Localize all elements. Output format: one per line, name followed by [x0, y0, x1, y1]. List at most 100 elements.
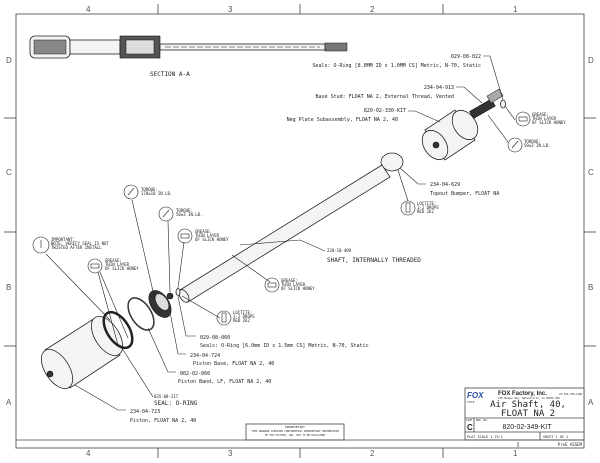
- drawing-title: Air Shaft, 40,: [490, 400, 566, 410]
- part-description: Piston Base, FLOAT NA 2, 40: [193, 361, 274, 367]
- base-stud-part: [469, 88, 504, 119]
- topout-bumper-part: [380, 152, 404, 172]
- part-description: Topout Bumper, FLOAT NA: [430, 191, 499, 197]
- part-number: 220-10-409: [327, 248, 352, 253]
- svg-text:1-2 DROPS: 1-2 DROPS: [417, 205, 439, 210]
- column-label: 4: [86, 449, 91, 458]
- svg-text:GREASE:: GREASE:: [195, 229, 212, 234]
- leader-lines: [45, 55, 516, 411]
- grease-icon: [515, 111, 531, 127]
- part-description: Piston, FLOAT NA 2, 40: [130, 418, 196, 424]
- part-number: 029-08-022: [451, 54, 481, 60]
- fox-logo: FOX: [467, 391, 484, 400]
- part-description: Piston Band, LF, FLOAT NA 2, 40: [178, 379, 271, 385]
- svg-text:TITLE: TITLE: [467, 400, 475, 404]
- svg-text:SIZE: SIZE: [466, 418, 473, 422]
- svg-text:OF SLICK HONEY: OF SLICK HONEY: [281, 286, 315, 291]
- important-icon: [32, 236, 50, 254]
- svg-text:THIN LAYER: THIN LAYER: [281, 282, 306, 287]
- sheet-size: C: [467, 423, 473, 432]
- row-label: C: [6, 168, 12, 177]
- torque-note: TORQUE:50±3 IN.LB.: [524, 139, 551, 148]
- important-note: IMPORTANT:NOTE: VERIFY SEAL IS NOTTWISTE…: [51, 237, 109, 250]
- grease-icon: [87, 258, 103, 274]
- torque-icon: [507, 137, 523, 153]
- piston-band-part: [127, 297, 155, 331]
- section-a-a-view: [29, 35, 348, 59]
- part-number: 029-08-060: [200, 335, 230, 341]
- svg-text:NOTE: VERIFY SEAL IS NOT: NOTE: VERIFY SEAL IS NOT: [51, 241, 109, 246]
- oring-6mm-part: [175, 288, 181, 296]
- seal-oring-part: [102, 310, 134, 350]
- title-block: FOX TITLE FOX Factory, Inc. 130 Hangar W…: [16, 387, 585, 447]
- svg-text:LOCTITE:: LOCTITE:: [233, 310, 252, 315]
- row-label: A: [6, 398, 12, 407]
- part-description: Seals: O-Ring [6.0mm ID x 1.5mm CS] Metr…: [200, 343, 369, 349]
- svg-text:GREASE:: GREASE:: [532, 112, 549, 117]
- svg-text:GREASE:: GREASE:: [105, 258, 122, 263]
- zone-grid: [4, 4, 596, 458]
- svg-text:RED 262: RED 262: [417, 209, 434, 214]
- column-label: 1: [513, 5, 518, 14]
- svg-text:50±3 IN.LB.: 50±3 IN.LB.: [176, 212, 203, 217]
- column-label: 3: [228, 449, 233, 458]
- torque-icon: [123, 184, 139, 200]
- part-number: 035-08-217: [154, 394, 179, 399]
- piston-part: [40, 316, 124, 389]
- column-label: 2: [370, 449, 375, 458]
- svg-text:PROPRIETARY: PROPRIETARY: [285, 425, 305, 429]
- row-label: A: [588, 398, 594, 407]
- svg-text:1-2 DROPS: 1-2 DROPS: [233, 314, 255, 319]
- grease-icon: [177, 228, 193, 244]
- column-label: 3: [228, 5, 233, 14]
- svg-text:THIN LAYER: THIN LAYER: [195, 233, 220, 238]
- part-number: 234-04-723: [130, 409, 160, 415]
- svg-text:170±10 IN.LB.: 170±10 IN.LB.: [141, 191, 172, 196]
- svg-text:THIS DRAWING CONTAINS CONFIDEN: THIS DRAWING CONTAINS CONFIDENTIAL PROPR…: [251, 429, 339, 433]
- part-number: 234-04-913: [424, 85, 454, 91]
- grease-icon: [264, 277, 280, 293]
- svg-text:THIN LAYER: THIN LAYER: [105, 262, 130, 267]
- svg-text:DWG. NO.: DWG. NO.: [476, 418, 488, 422]
- svg-text:IMPORTANT:: IMPORTANT:: [51, 237, 75, 242]
- plot-scale: PLOT SCALE 1.75:1: [467, 435, 503, 439]
- svg-text:TWISTED AFTER INSTALL: TWISTED AFTER INSTALL: [51, 245, 102, 250]
- column-label: 4: [86, 5, 91, 14]
- svg-text:OF SLICK HONEY: OF SLICK HONEY: [532, 120, 566, 125]
- neg-plate-part: [421, 109, 479, 161]
- part-description: Neg Plate Subassembly, FLOAT NA 2, 40: [287, 117, 398, 123]
- part-description: Seals: O-Ring [8.0MM ID x 1.0MM CS] Metr…: [312, 63, 481, 69]
- svg-text:OF FOX FACTORY, INC. NOT TO BE: OF FOX FACTORY, INC. NOT TO BE DISCLOSED: [265, 433, 326, 437]
- part-number: 234-04-724: [190, 353, 220, 359]
- part-number: 820-02-330-KIT: [364, 108, 406, 114]
- row-label: D: [6, 56, 12, 65]
- svg-text:GREASE:: GREASE:: [281, 278, 298, 283]
- svg-text:OF SLICK HONEY: OF SLICK HONEY: [195, 237, 229, 242]
- torque-note: TORQUE:170±10 IN.LB.: [141, 187, 172, 196]
- svg-text:TORQUE:: TORQUE:: [524, 139, 541, 144]
- svg-text:TORQUE:: TORQUE:: [176, 208, 193, 213]
- drawing-title: FLOAT NA 2: [501, 409, 555, 419]
- column-label: 2: [370, 5, 375, 14]
- proprietary-notice: PROPRIETARY THIS DRAWING CONTAINS CONFID…: [245, 423, 345, 441]
- part-description: SHAFT, INTERNALLY THREADED: [327, 257, 421, 264]
- part-description: Base Stud: FLOAT NA 2, External Thread, …: [316, 94, 454, 100]
- row-label: D: [588, 56, 594, 65]
- model-type: ProE ASSEM: [558, 442, 583, 447]
- company-name: FOX Factory, Inc.: [498, 391, 547, 397]
- svg-text:OF SLICK HONEY: OF SLICK HONEY: [105, 266, 139, 271]
- row-label: C: [588, 168, 594, 177]
- svg-text:Ph 831-768-1100: Ph 831-768-1100: [559, 392, 582, 396]
- section-label: SECTION A-A: [150, 71, 190, 78]
- torque-icon: [158, 206, 174, 222]
- drawing-number: 820-02-349-KIT: [502, 424, 552, 431]
- loctite-icon: [400, 200, 416, 216]
- row-label: B: [6, 283, 11, 292]
- part-number: 234-04-629: [430, 182, 460, 188]
